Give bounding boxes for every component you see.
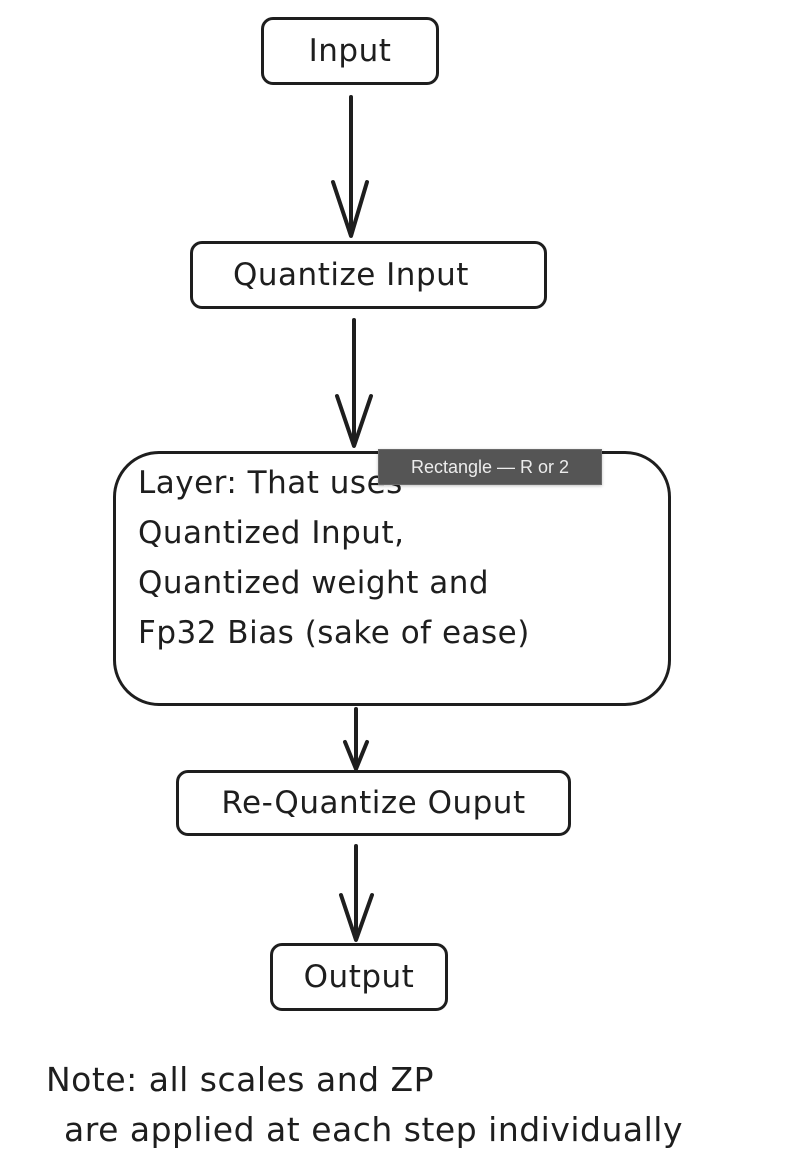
note-text-line-1[interactable]: Note: all scales and ZP <box>46 1060 435 1099</box>
node-label: Re-Quantize Ouput <box>221 785 526 821</box>
arrowhead-icon <box>335 394 373 448</box>
node-label: Quantize Input <box>233 257 469 293</box>
node-output[interactable]: Output <box>270 943 448 1011</box>
node-layer[interactable]: Layer: That uses Quantized Input, Quanti… <box>113 451 671 706</box>
node-text-line: Layer: That uses <box>138 465 403 501</box>
note-text-line-2[interactable]: are applied at each step individually <box>64 1110 683 1149</box>
node-label: Output <box>303 959 415 995</box>
node-text-line: Fp32 Bias (sake of ease) <box>138 615 530 651</box>
node-requantize-output[interactable]: Re-Quantize Ouput <box>176 770 571 836</box>
arrowhead-icon <box>339 893 374 942</box>
arrow-requantize-to-output[interactable] <box>339 844 374 942</box>
node-input[interactable]: Input <box>261 17 439 85</box>
tool-tooltip: Rectangle — R or 2 <box>378 449 602 485</box>
arrow-layer-to-requantize[interactable] <box>343 707 369 771</box>
arrowhead-icon <box>331 180 369 238</box>
node-text-line: Quantized weight and <box>138 565 490 601</box>
node-label: Input <box>308 33 392 69</box>
node-quantize-input[interactable]: Quantize Input <box>190 241 547 309</box>
arrowhead-icon <box>343 740 369 771</box>
arrow-quantize-to-layer[interactable] <box>335 318 373 448</box>
node-text-line: Quantized Input, <box>138 515 405 551</box>
arrow-input-to-quantize[interactable] <box>331 95 369 238</box>
